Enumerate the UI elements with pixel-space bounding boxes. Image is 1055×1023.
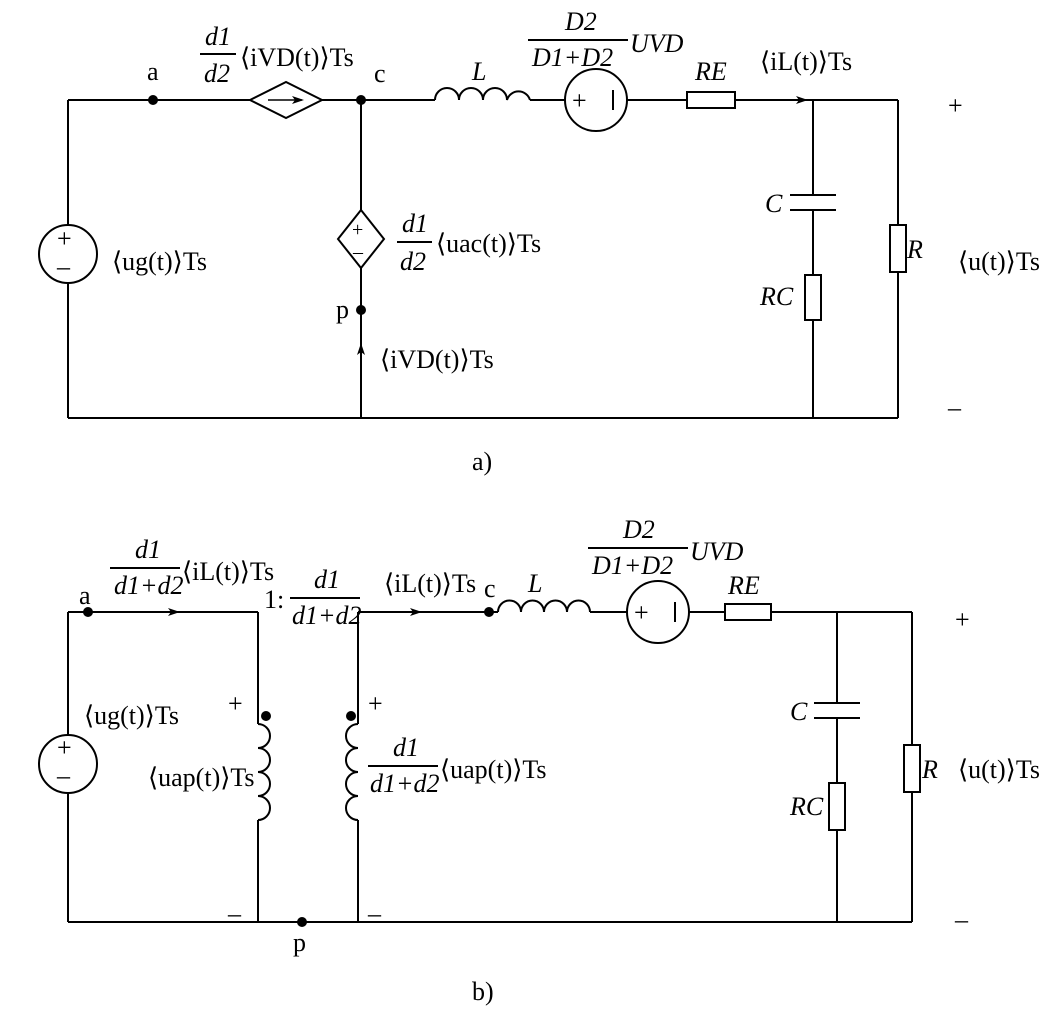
primary-plus: + bbox=[228, 689, 243, 718]
input-voltage-source-b: + – bbox=[38, 733, 98, 794]
mid-source-coef-num: d1 bbox=[402, 209, 428, 238]
sec-voltage-den: d1+d2 bbox=[370, 769, 440, 798]
capacitor-a bbox=[790, 194, 836, 211]
dependent-current-source bbox=[247, 80, 325, 120]
node-a-b-label: a bbox=[79, 581, 91, 610]
resistor-rc-a bbox=[804, 274, 822, 321]
re-a-label: RE bbox=[694, 57, 727, 86]
diagram-a: + – + – + bbox=[38, 7, 1040, 476]
output-b-minus: – bbox=[954, 905, 969, 934]
output-a-minus: – bbox=[947, 393, 962, 422]
secondary-dot bbox=[346, 711, 356, 721]
secondary-plus: + bbox=[368, 689, 383, 718]
mid-source-coef-den: d2 bbox=[400, 247, 426, 276]
inductor-a bbox=[434, 87, 531, 101]
svg-text:–: – bbox=[352, 241, 364, 263]
svg-text:+: + bbox=[352, 219, 363, 241]
ratio-num: d1 bbox=[314, 565, 340, 594]
mid-source-quantity: ⟨uac(t)⟩Ts bbox=[436, 229, 541, 258]
vsource-b-den: D1+D2 bbox=[591, 551, 673, 580]
inductor-a-label: L bbox=[471, 57, 486, 86]
vsource-a-factor: UVD bbox=[630, 29, 684, 58]
cap-b-label: C bbox=[790, 697, 808, 726]
rc-a-label: RC bbox=[759, 282, 794, 311]
input-a-label: ⟨ug(t)⟩Ts bbox=[112, 247, 207, 276]
transformer-primary-coil bbox=[257, 723, 271, 821]
output-a-label: ⟨u(t)⟩Ts bbox=[958, 247, 1040, 276]
in-current-den: d1+d2 bbox=[114, 571, 184, 600]
diagram-b: + – + bbox=[38, 515, 1040, 1006]
il-a-label: ⟨iL(t)⟩Ts bbox=[760, 47, 852, 76]
inductor-b-label: L bbox=[527, 569, 542, 598]
in-current-quantity: ⟨iL(t)⟩Ts bbox=[182, 557, 274, 586]
vsource-b-factor: UVD bbox=[690, 537, 744, 566]
vsource-a-den: D1+D2 bbox=[531, 43, 613, 72]
resistor-load-b bbox=[903, 744, 921, 793]
output-voltage-source: + bbox=[564, 68, 628, 132]
node-dot-a-b bbox=[83, 607, 93, 617]
primary-dot bbox=[261, 711, 271, 721]
uap-label: ⟨uap(t)⟩Ts bbox=[148, 763, 255, 792]
input-voltage-source: + – bbox=[38, 224, 98, 284]
svg-text:+: + bbox=[572, 86, 587, 115]
output-voltage-source-b: + bbox=[626, 580, 690, 644]
vsource-b-num: D2 bbox=[622, 515, 655, 544]
re-b-label: RE bbox=[727, 571, 760, 600]
inductor-b bbox=[497, 599, 591, 613]
node-dot-p bbox=[356, 305, 366, 315]
ratio-den: d1+d2 bbox=[292, 601, 362, 630]
node-dot-p-b bbox=[297, 917, 307, 927]
top-source-coef-den: d2 bbox=[204, 59, 230, 88]
resistor-load-a bbox=[889, 224, 907, 273]
cap-a-label: C bbox=[765, 189, 783, 218]
node-p-label: p bbox=[336, 295, 349, 324]
output-b-plus: + bbox=[955, 605, 970, 634]
sec-voltage-quantity: ⟨uap(t)⟩Ts bbox=[440, 755, 547, 784]
svg-text:–: – bbox=[56, 252, 71, 281]
caption-a: a) bbox=[472, 447, 492, 476]
resistor-re-a bbox=[686, 91, 736, 109]
ratio-prefix: 1: bbox=[264, 585, 284, 614]
output-b-label: ⟨u(t)⟩Ts bbox=[958, 755, 1040, 784]
il-b-label: ⟨iL(t)⟩Ts bbox=[384, 569, 476, 598]
node-a-label: a bbox=[147, 57, 159, 86]
node-dot-c-b bbox=[484, 607, 494, 617]
node-p-b-label: p bbox=[293, 928, 306, 957]
top-source-coef-num: d1 bbox=[205, 22, 231, 51]
svg-text:+: + bbox=[634, 598, 649, 627]
output-a-plus: + bbox=[948, 91, 963, 120]
vsource-a-num: D2 bbox=[564, 7, 597, 36]
svg-text:+: + bbox=[57, 733, 72, 762]
svg-text:–: – bbox=[56, 761, 71, 790]
resistor-re-b bbox=[724, 603, 772, 621]
caption-b: b) bbox=[472, 977, 494, 1006]
secondary-minus: – bbox=[367, 899, 382, 928]
svg-text:+: + bbox=[57, 224, 72, 253]
ivd-a-label: ⟨iVD(t)⟩Ts bbox=[380, 345, 494, 374]
node-dot-c bbox=[356, 95, 366, 105]
in-current-num: d1 bbox=[135, 535, 161, 564]
top-source-quantity: ⟨iVD(t)⟩Ts bbox=[240, 43, 354, 72]
node-c-b-label: c bbox=[484, 574, 496, 603]
input-b-label: ⟨ug(t)⟩Ts bbox=[84, 701, 179, 730]
capacitor-b bbox=[814, 702, 860, 719]
primary-minus: – bbox=[227, 899, 242, 928]
r-load-b-label: R bbox=[921, 755, 938, 784]
transformer-secondary-coil bbox=[345, 723, 359, 821]
node-c-label: c bbox=[374, 59, 386, 88]
dependent-voltage-source: + – bbox=[336, 208, 386, 270]
sec-voltage-num: d1 bbox=[393, 733, 419, 762]
r-load-a-label: R bbox=[906, 235, 923, 264]
resistor-rc-b bbox=[828, 782, 846, 831]
rc-b-label: RC bbox=[789, 792, 824, 821]
node-dot-a bbox=[148, 95, 158, 105]
